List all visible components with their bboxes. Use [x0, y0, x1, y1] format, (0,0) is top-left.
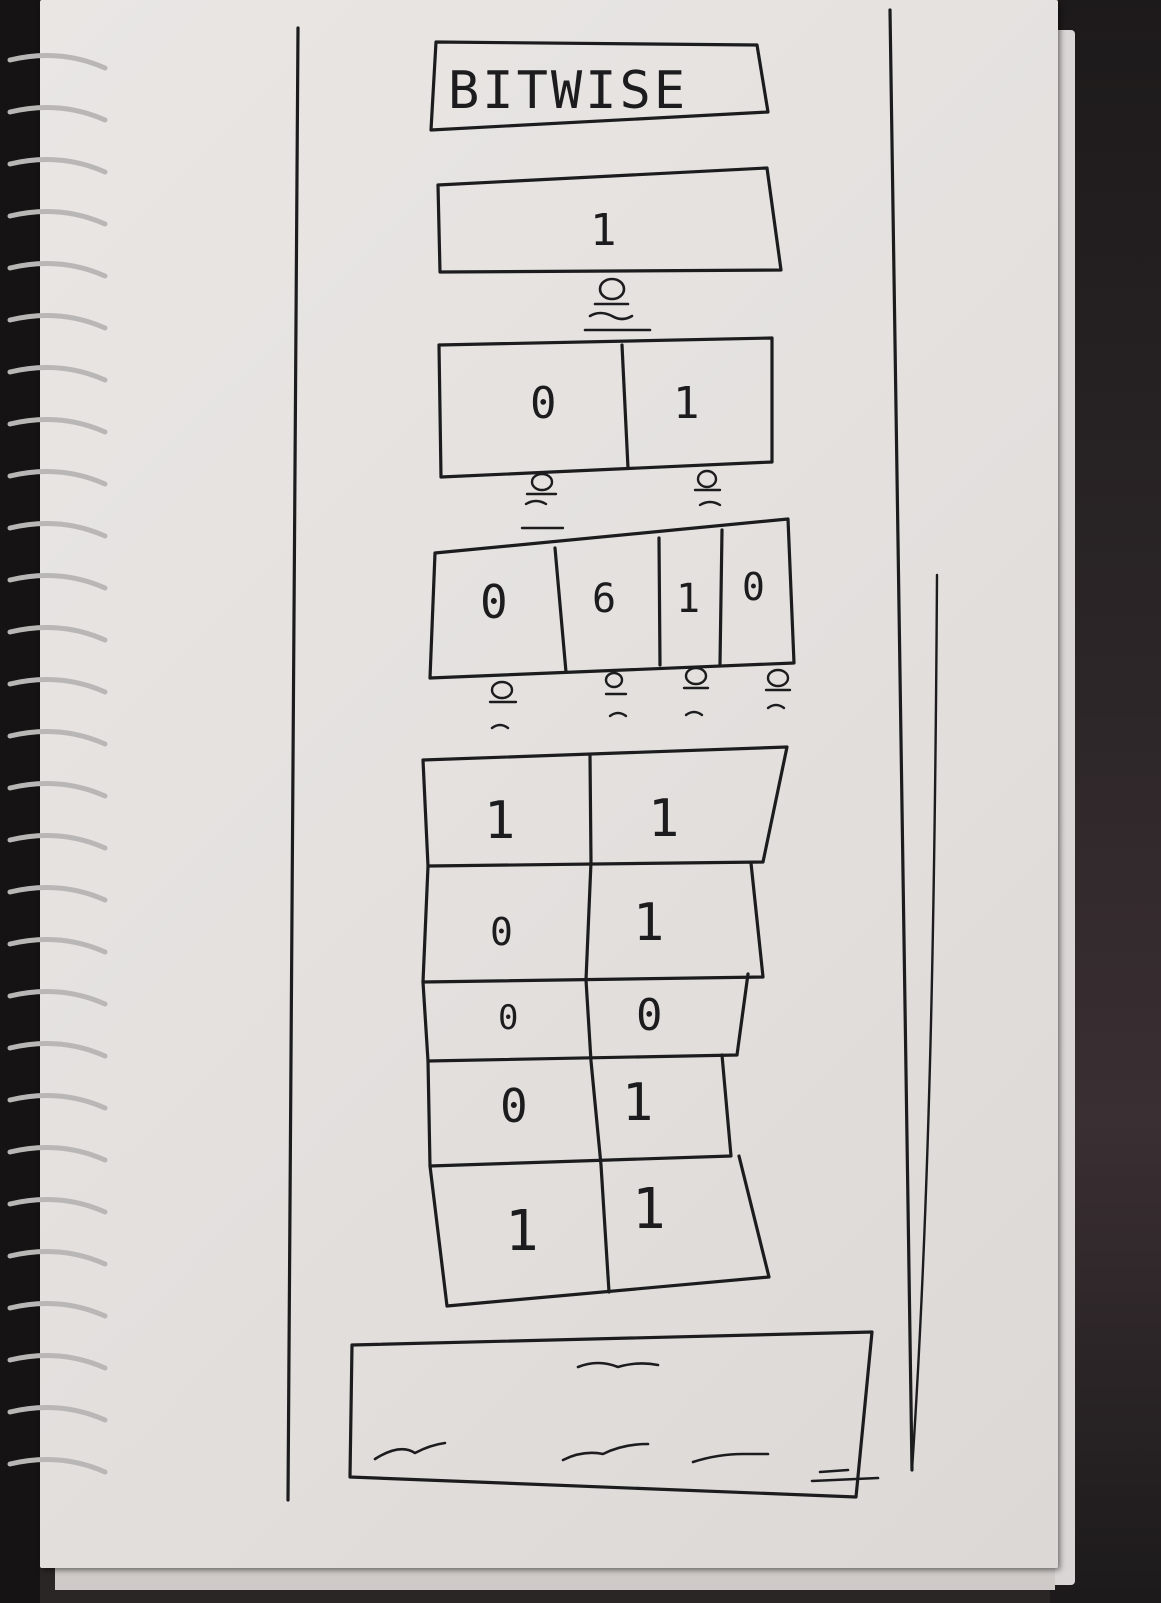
- operator-icon: [583, 277, 652, 332]
- device-frame-left: [286, 26, 300, 1502]
- sketch-paper: [40, 0, 1058, 1568]
- level2-row: [437, 336, 774, 479]
- level1-row: [436, 166, 783, 274]
- grid-row5-col2: 1: [632, 1177, 666, 1242]
- level1-cell-1: 1: [590, 205, 617, 256]
- operator-icon: [488, 666, 792, 730]
- grid-row3-col2: 0: [636, 990, 663, 1041]
- level3-row: [428, 517, 796, 680]
- grid-row2-col1: 0: [490, 910, 513, 954]
- grid-row2-col2: 1: [633, 893, 664, 953]
- grid-row4-col2: 1: [622, 1073, 653, 1133]
- grid-row1-col1: 1: [484, 791, 515, 851]
- app-title: BITWISE: [448, 61, 688, 121]
- level3-cell-1: 0: [480, 575, 508, 629]
- level3-cell-3: 1: [676, 576, 700, 622]
- level2-cell-1: 0: [530, 378, 557, 429]
- operator-icon: [520, 469, 722, 530]
- level3-cell-4: 0: [742, 565, 765, 609]
- level2-cell-2: 1: [673, 378, 700, 429]
- spiral-binding: [7, 53, 108, 1475]
- grid-table: [421, 745, 789, 1308]
- grid-row4-col1: 0: [500, 1079, 528, 1133]
- level3-cell-2: 6: [592, 576, 616, 622]
- grid-row3-col1: 0: [498, 998, 518, 1038]
- ad-banner: [348, 1330, 880, 1499]
- page-edge: [55, 1568, 1055, 1590]
- title-bar: [429, 40, 770, 132]
- device-frame-right-edge: [910, 573, 939, 1472]
- grid-row5-col1: 1: [505, 1199, 539, 1264]
- grid-row1-col2: 1: [648, 789, 679, 849]
